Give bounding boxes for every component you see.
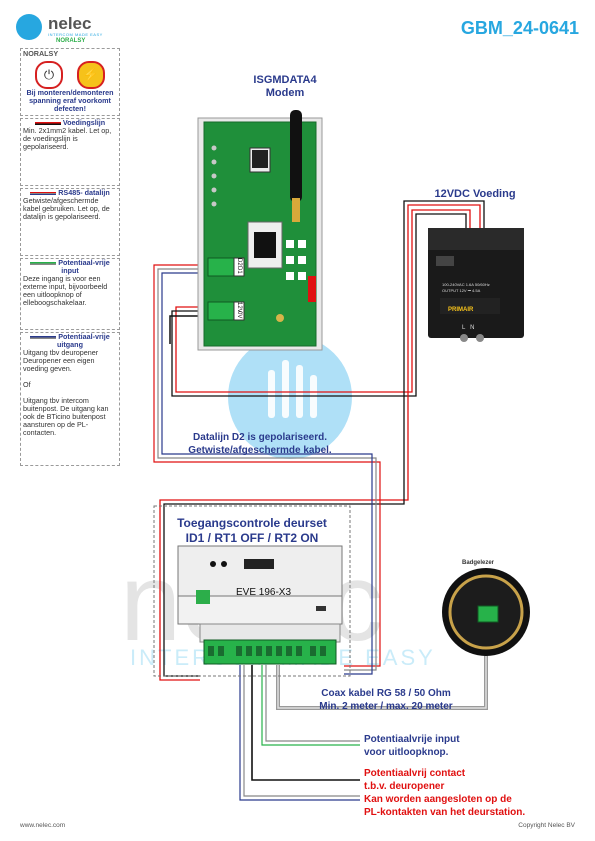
no-plug-icon: ⏻ bbox=[35, 61, 63, 89]
modem-terminal-power bbox=[207, 301, 235, 321]
legend-rs485-heading: RS485- datalijn bbox=[58, 188, 110, 197]
brand-logo: nelec INTERCOM MADE EASY NORALSY bbox=[16, 14, 126, 44]
modem-terminal-d1: D1 bbox=[236, 266, 242, 274]
psu-spec-line2: OUTPUT 12V ⎓ 4.5A bbox=[442, 288, 481, 293]
antenna bbox=[290, 110, 302, 202]
legend-input: Potentiaal-vrije input Deze ingang is vo… bbox=[20, 258, 120, 330]
document-number: GBM_24-0641 bbox=[460, 18, 579, 38]
modem-terminal-d2: D2 bbox=[236, 258, 242, 266]
reader-label: Badgelezer bbox=[462, 560, 495, 566]
legend-power-heading: Voedingslijn bbox=[62, 118, 106, 127]
power-line-sample bbox=[34, 121, 61, 125]
warning-box: NORALSY ⏻ ⚡ Bij monteren/demonteren span… bbox=[20, 48, 120, 116]
coax-note-line2: Min. 2 meter / max. 20 meter bbox=[319, 701, 453, 712]
contact-note-line3: Kan worden aangesloten op de bbox=[364, 794, 512, 805]
nelec-n-badge bbox=[196, 590, 210, 604]
modem-terminal-data bbox=[207, 257, 235, 277]
brand-name: nelec bbox=[48, 14, 92, 33]
psu-spec-line1: 100-240VAC 1.6A 50/60Hz bbox=[442, 282, 490, 287]
warning-text: Bij monteren/demonteren spanning eraf vo… bbox=[26, 88, 114, 113]
footer-copyright: Copyright Nelec BV bbox=[518, 822, 575, 829]
psu-primair-label: PRIMAIR bbox=[448, 307, 474, 313]
rs485-wiring bbox=[153, 264, 381, 675]
legend-output-heading: Potentiaal-vrije uitgang bbox=[57, 332, 110, 349]
controller-title-line1: Toegangscontrole deurset bbox=[177, 516, 327, 530]
legend-input-heading: Potentiaal-vrije input bbox=[58, 258, 110, 275]
legend-rs485: RS485- datalijn Getwiste/afgeschermde ka… bbox=[20, 188, 120, 256]
dataline-note-line1: Datalijn D2 is gepolariseerd. bbox=[193, 432, 327, 443]
dataline-note-line2: Getwiste/afgeschermde kabel. bbox=[188, 445, 332, 456]
modem-title: ISGMDATA4 bbox=[253, 74, 317, 86]
warning-title: NORALSY bbox=[23, 49, 59, 58]
controller-title-line2: ID1 / RT1 OFF / RT2 ON bbox=[185, 531, 319, 545]
psu-unit bbox=[428, 228, 524, 342]
controller-model: EVE 196-X3 bbox=[236, 587, 292, 598]
output-line-sample bbox=[30, 335, 57, 339]
legend-input-text: Deze ingang is voor een externe input, b… bbox=[23, 274, 108, 307]
brand-logo-icon bbox=[16, 14, 42, 40]
legend-power: Voedingslijn Min. 2x1mm2 kabel. Let op, … bbox=[20, 118, 120, 186]
contact-note-line2: t.b.v. deuropener bbox=[364, 781, 445, 792]
coax-note-line1: Coax kabel RG 58 / 50 Ohm bbox=[321, 688, 451, 699]
brand-sub: NORALSY bbox=[56, 38, 86, 44]
rs485-line-sample bbox=[30, 191, 57, 195]
contact-note-line4: PL-kontakten van het deurstation. bbox=[364, 807, 526, 818]
psu-terminal-labels: L N bbox=[462, 325, 475, 331]
psu-title: 12VDC Voeding bbox=[434, 188, 516, 200]
contact-wiring bbox=[239, 665, 360, 801]
modem-terminal-0v: 0V bbox=[236, 311, 242, 319]
legend-power-text: Min. 2x1mm2 kabel. Let op, de voedingsli… bbox=[23, 126, 112, 151]
contact-note-line1: Potentiaalvrij contact bbox=[364, 768, 466, 779]
input-note-line1: Potentiaalvrije input bbox=[364, 734, 460, 745]
footer-website: www.nelec.com bbox=[20, 822, 66, 829]
brand-tagline: INTERCOM MADE EASY bbox=[48, 32, 103, 37]
modem-subtitle: Modem bbox=[265, 87, 305, 99]
controller-unit bbox=[153, 505, 351, 677]
input-note-line2: voor uitloopknop. bbox=[364, 747, 449, 758]
legend-output-text: Uitgang tbv deuropener Deuropener een ei… bbox=[23, 348, 109, 437]
legend-output: Potentiaal-vrije uitgang Uitgang tbv deu… bbox=[20, 332, 120, 466]
modem-board bbox=[197, 110, 323, 351]
no-voltage-icon: ⚡ bbox=[77, 61, 105, 89]
input-wiring bbox=[261, 665, 360, 746]
input-line-sample bbox=[30, 261, 57, 265]
modem-terminal-12v: 12V bbox=[236, 302, 242, 313]
badge-reader bbox=[442, 568, 530, 656]
legend-rs485-text: Getwiste/afgeschermde kabel gebruiken. L… bbox=[23, 196, 110, 221]
